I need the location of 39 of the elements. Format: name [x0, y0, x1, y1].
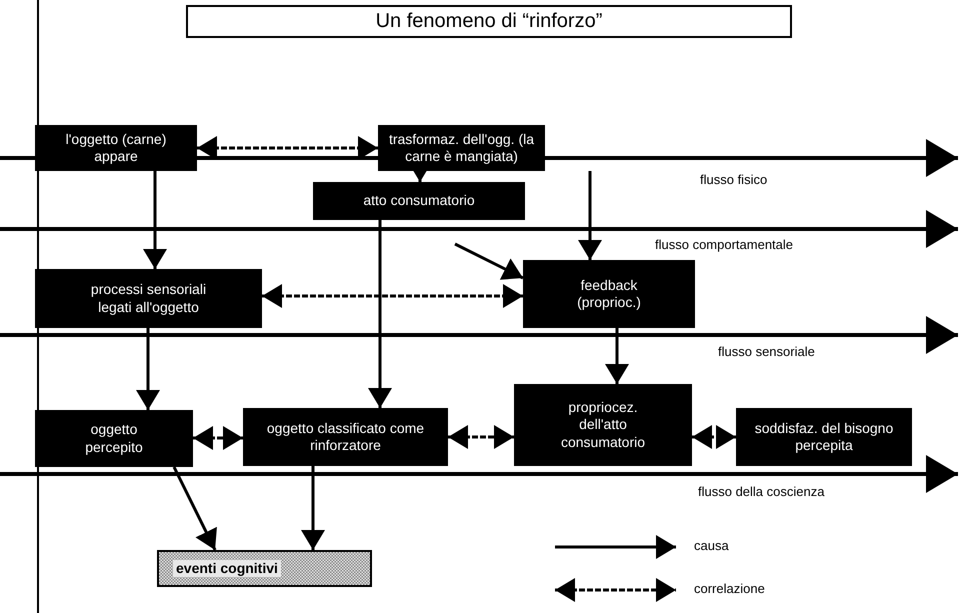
box-text: atto consumatorio — [363, 192, 475, 210]
box-text: propriocez. dell'atto consumatorio — [560, 398, 646, 452]
box-text: processi sensoriali legati all'oggetto — [90, 281, 208, 316]
box-text: oggetto percepito — [84, 421, 144, 456]
shaded-box — [157, 550, 372, 587]
box-text: oggetto classificato come rinforzatore — [266, 420, 426, 454]
correlation-arrow — [262, 284, 523, 308]
box-text: feedback (proprioc.) — [576, 276, 642, 312]
legend-text: correlazione — [694, 581, 765, 596]
arrow — [454, 242, 524, 280]
process-box — [736, 408, 912, 466]
process-box — [523, 260, 695, 328]
box-text: eventi cognitivi — [173, 560, 281, 578]
legend-text: causa — [694, 538, 729, 553]
box-text: l'oggetto (carne) appare — [64, 130, 168, 166]
box-text: trasformaz. dell'ogg. (la carne è mangiata) — [388, 130, 536, 166]
flow-label: flusso comportamentale — [655, 237, 794, 252]
correlation-arrow — [448, 425, 514, 449]
title: Un fenomeno di “rinforzo” — [186, 5, 792, 38]
arrow — [301, 466, 325, 550]
process-box — [35, 125, 197, 171]
arrow — [172, 466, 217, 551]
flow-label: flusso fisico — [700, 172, 768, 187]
correlation-arrow — [193, 426, 243, 450]
arrow — [136, 328, 160, 410]
process-box — [35, 269, 262, 328]
process-box — [243, 408, 448, 466]
process-box — [378, 125, 545, 171]
arrow — [368, 220, 392, 408]
process-box — [35, 410, 193, 467]
arrow — [578, 171, 602, 260]
box-text: soddisfaz. del bisogno percepita — [754, 420, 894, 454]
correlation-arrow — [692, 425, 736, 449]
arrow — [605, 328, 629, 384]
process-box — [514, 384, 692, 466]
arrow — [143, 171, 167, 269]
flow-label: flusso della coscienza — [698, 484, 824, 499]
process-box — [313, 182, 525, 220]
flow-label: flusso sensoriale — [718, 344, 815, 359]
